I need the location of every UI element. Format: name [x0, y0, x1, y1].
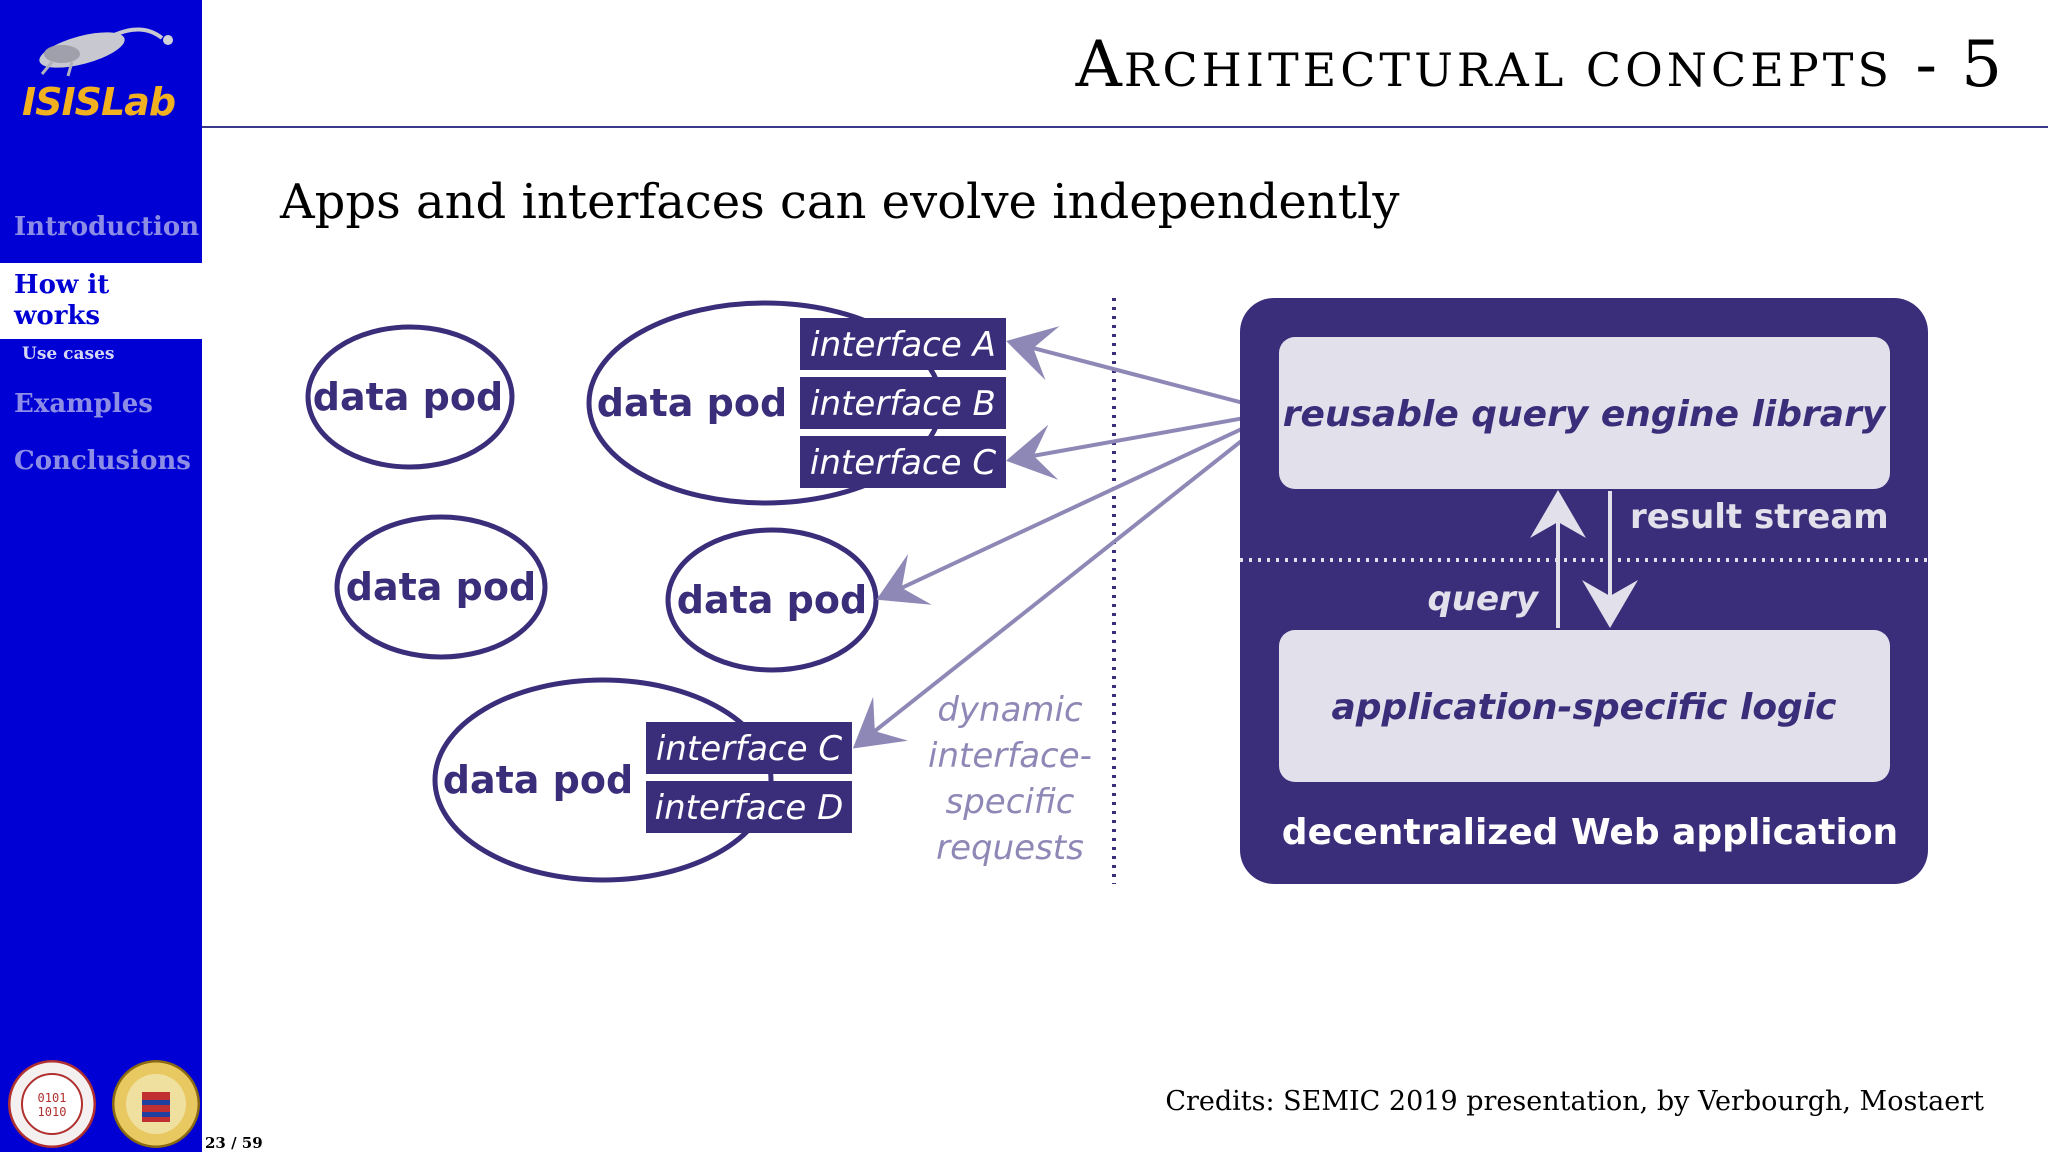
svg-text:0101: 0101 — [38, 1091, 67, 1105]
isislab-logo-icon — [39, 27, 173, 77]
request-note-line-2: interface- — [928, 736, 1092, 776]
page-number: 23 / 59 — [205, 1134, 263, 1152]
interface-c-top-label: interface C — [810, 443, 996, 483]
university-seal-icon — [112, 1060, 200, 1148]
query-engine-box — [1279, 337, 1890, 489]
slide-subtitle: Apps and interfaces can evolve independe… — [280, 174, 1400, 230]
svg-text:1010: 1010 — [38, 1105, 67, 1119]
interface-a-label: interface A — [810, 325, 996, 365]
nav-introduction[interactable]: Introduction — [14, 212, 200, 242]
nav-conclusions[interactable]: Conclusions — [14, 446, 191, 476]
title-rule — [202, 126, 2048, 128]
nav-use-cases[interactable]: Use cases — [22, 344, 115, 364]
request-note-line-4: requests — [936, 828, 1084, 868]
interface-c-bottom-box — [646, 722, 852, 774]
pod-5-label: data pod — [443, 758, 633, 802]
arrow-to-interface-c-bottom — [852, 410, 1280, 749]
nav-examples[interactable]: Examples — [14, 389, 153, 419]
pod-4-shape — [665, 527, 879, 673]
query-engine-label: reusable query engine library — [1283, 394, 1887, 435]
slide-title: ARCHITECTURAL CONCEPTS - 5 — [1076, 28, 2004, 102]
nav-how-it-works[interactable]: How it works — [14, 270, 110, 331]
interface-b-label: interface B — [810, 384, 996, 424]
logo-text: ISISLab — [22, 80, 176, 124]
pod-2-label: data pod — [597, 381, 787, 425]
app-logic-label: application-specific logic — [1331, 687, 1836, 728]
pod-3-shape — [334, 514, 548, 660]
interface-d-box — [646, 781, 852, 833]
credits: Credits: SEMIC 2019 presentation, by Ver… — [1165, 1086, 1984, 1117]
title-number: - 5 — [1892, 28, 2004, 102]
interface-b-box — [800, 377, 1006, 429]
request-note-line-3: specific — [945, 782, 1074, 822]
web-application-label: decentralized Web application — [1282, 812, 1898, 853]
app-logic-box — [1279, 630, 1890, 782]
title-rest: RCHITECTURAL CONCEPTS — [1123, 43, 1893, 97]
nav-active-highlight — [0, 263, 202, 339]
title-initial: A — [1075, 28, 1124, 102]
pod-4-label: data pod — [677, 578, 867, 622]
department-seal-icon: 0101 1010 — [8, 1060, 96, 1148]
interface-a-box — [800, 318, 1006, 370]
sidebar: ISISLab Introduction How it works Use ca… — [0, 0, 202, 1152]
pod-3-label: data pod — [346, 565, 536, 609]
arrow-to-interface-c — [1006, 410, 1279, 480]
request-note-line-1: dynamic — [937, 690, 1083, 730]
interface-c-bottom-label: interface C — [656, 729, 842, 769]
pod-1-label: data pod — [313, 375, 503, 419]
arrow-to-pod-4 — [876, 410, 1279, 605]
interface-c-top-box — [800, 436, 1006, 488]
arrow-to-interface-a — [1006, 326, 1279, 414]
query-label: query — [1427, 579, 1539, 619]
interface-d-label: interface D — [655, 788, 844, 828]
result-stream-label: result stream — [1630, 497, 1889, 537]
architecture-diagram: data pod data pod data pod data pod data… — [305, 298, 1928, 884]
pod-1-shape — [305, 324, 515, 470]
